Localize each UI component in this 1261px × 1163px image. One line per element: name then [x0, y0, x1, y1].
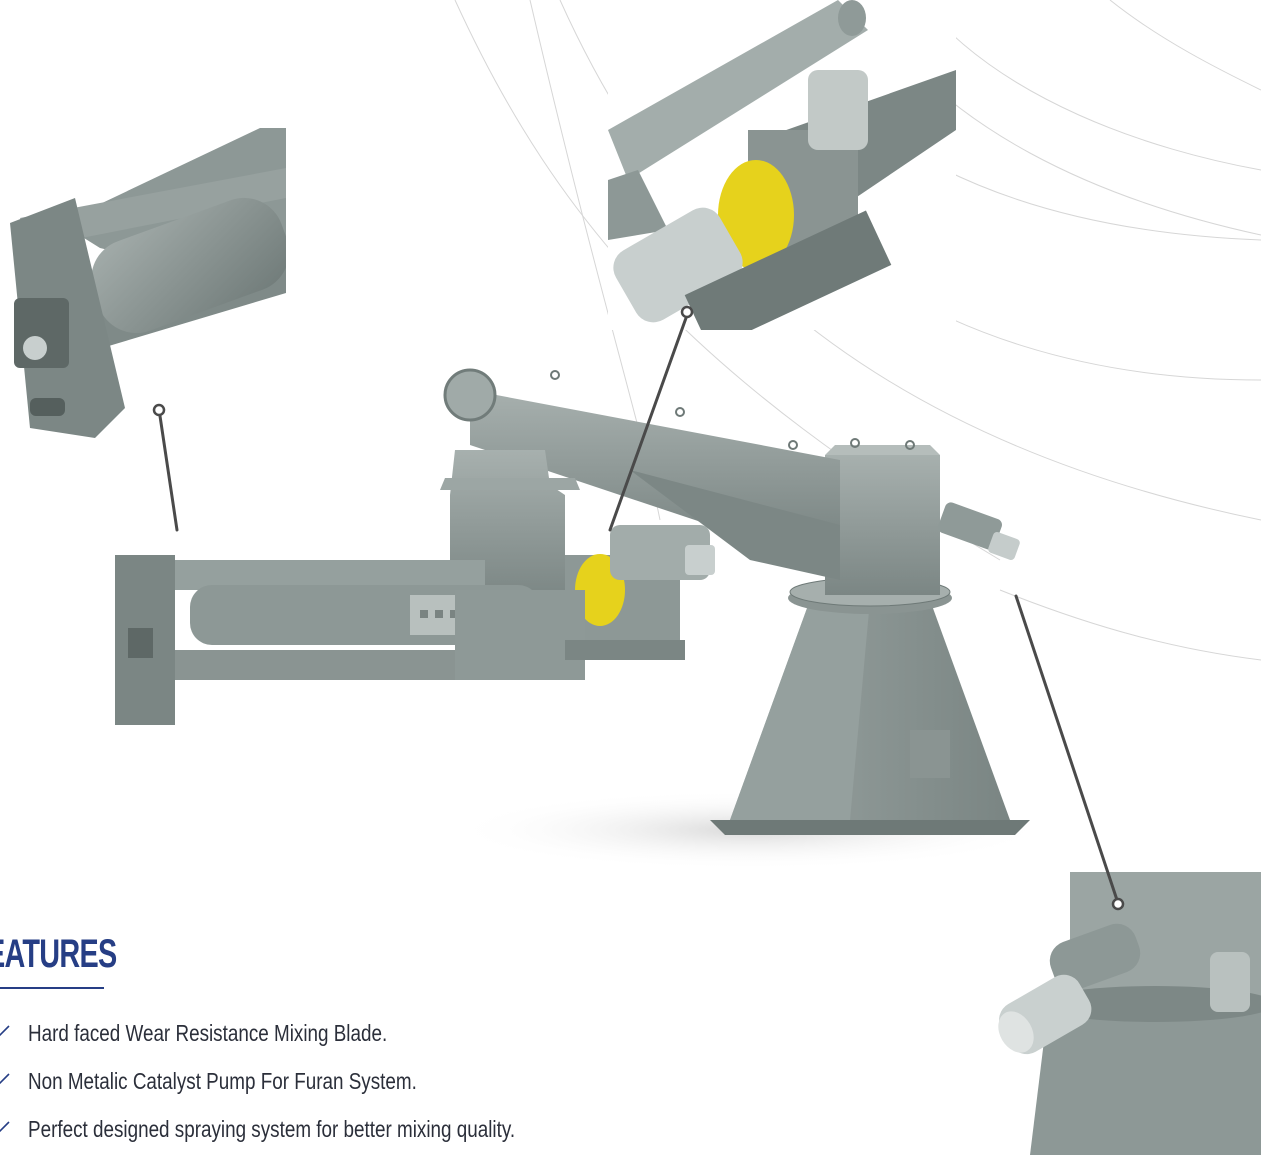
features-title: EATURES — [0, 932, 117, 976]
features-underline — [0, 987, 104, 989]
inset-pedestal-motor — [990, 872, 1261, 1155]
inset-mixing-arm — [0, 128, 286, 458]
mixer-machine-illustration — [115, 368, 1040, 870]
check-icon — [0, 1073, 10, 1085]
feature-text: Hard faced Wear Resistance Mixing Blade. — [28, 1020, 388, 1046]
inset-gear-drive — [608, 0, 956, 330]
check-icon — [0, 1025, 10, 1037]
check-icon — [0, 1121, 10, 1133]
feature-text: Non Metalic Catalyst Pump For Furan Syst… — [28, 1068, 417, 1094]
feature-text: Perfect designed spraying system for bet… — [28, 1116, 516, 1142]
